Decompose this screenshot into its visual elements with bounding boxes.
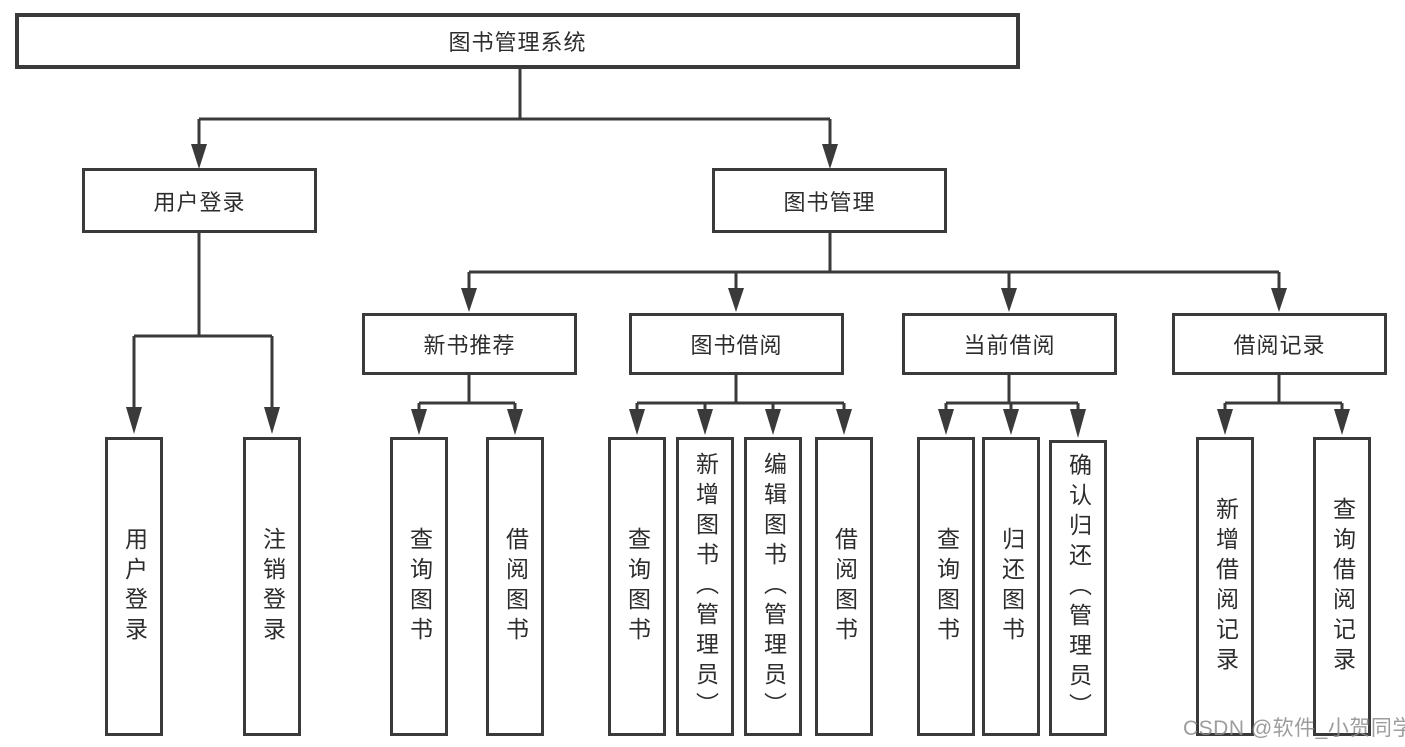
leaf-label: 新增借阅记录 (1212, 496, 1239, 677)
node-label: 用户登录 (153, 189, 246, 215)
leaf-user-login: 用户登录 (105, 437, 163, 736)
leaf-query-books: 查询图书 (390, 437, 448, 736)
leaf-borrow-books: 借阅图书 (815, 437, 873, 736)
leaf-label: 借阅图书 (502, 526, 529, 647)
leaf-borrow-books: 借阅图书 (486, 437, 544, 736)
node-new-book-recommend: 新书推荐 (362, 313, 577, 375)
node-book-borrowing: 图书借阅 (629, 313, 844, 375)
leaf-label: 确认归还（管理员） (1065, 453, 1092, 723)
leaf-label: 查询图书 (933, 526, 960, 647)
node-label: 图书管理 (783, 189, 876, 215)
leaf-label: 归还图书 (998, 526, 1025, 647)
leaf-edit-books-admin: 编辑图书（管理员） (744, 437, 802, 736)
node-book-management: 图书管理 (712, 168, 947, 233)
leaf-label: 借阅图书 (831, 526, 858, 647)
node-current-borrowing: 当前借阅 (902, 313, 1117, 375)
node-label: 借阅记录 (1233, 333, 1326, 358)
csdn-watermark: CSDN @软件_小贺同学 (1183, 717, 1405, 740)
leaf-label: 新增图书（管理员） (692, 451, 719, 722)
leaf-add-borrow-record: 新增借阅记录 (1196, 437, 1254, 736)
leaf-label: 注销登录 (259, 526, 286, 647)
node-user-login: 用户登录 (82, 168, 317, 233)
leaf-label: 查询图书 (406, 526, 433, 647)
node-label: 新书推荐 (423, 333, 516, 358)
node-borrowing-records: 借阅记录 (1172, 313, 1387, 375)
leaf-logout: 注销登录 (243, 437, 301, 736)
node-label: 图书管理系统 (448, 30, 587, 55)
leaf-return-books: 归还图书 (982, 437, 1040, 736)
node-label: 图书借阅 (690, 333, 783, 358)
leaf-query-borrow-record: 查询借阅记录 (1313, 437, 1371, 736)
leaf-add-books-admin: 新增图书（管理员） (676, 437, 734, 736)
leaf-query-books: 查询图书 (608, 437, 666, 736)
leaf-query-books: 查询图书 (917, 437, 975, 736)
leaf-label: 查询借阅记录 (1329, 496, 1356, 677)
leaf-label: 编辑图书（管理员） (760, 451, 787, 722)
node-library-system: 图书管理系统 (15, 13, 1020, 69)
node-label: 当前借阅 (963, 333, 1056, 358)
leaf-label: 用户登录 (121, 526, 148, 647)
leaf-label: 查询图书 (624, 526, 651, 647)
leaf-confirm-return-admin: 确认归还（管理员） (1049, 440, 1107, 736)
